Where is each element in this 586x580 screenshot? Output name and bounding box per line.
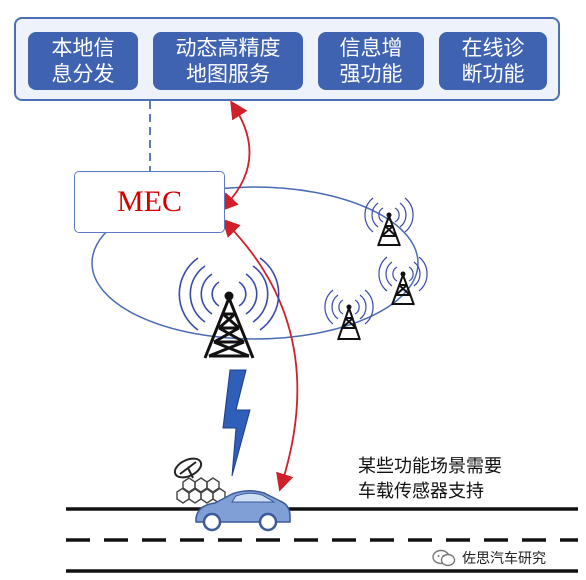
watermark: 佐思汽车研究 (432, 545, 546, 571)
road (66, 507, 578, 573)
tower-icon (364, 197, 414, 247)
tower-icon (178, 257, 280, 359)
lightning-icon (222, 369, 251, 477)
watermark-text: 佐思汽车研究 (462, 551, 546, 567)
tower-icon (378, 256, 428, 306)
wechat-icon (432, 549, 456, 567)
tower-icon (324, 289, 374, 341)
mec-node[interactable]: MEC (74, 171, 225, 233)
service-info-enhancement[interactable]: 信息增 强功能 (318, 32, 424, 90)
sensor-support-note: 某些功能场景需要 车载传感器支持 (358, 456, 502, 502)
car-icon (195, 490, 291, 532)
services-panel: 本地信 息分发 动态高精度 地图服务 信息增 强功能 在线诊 断功能 (14, 17, 560, 101)
service-online-diagnosis[interactable]: 在线诊 断功能 (439, 32, 547, 90)
arrow-mec-car (221, 218, 299, 492)
arrow-service-mec (219, 100, 251, 212)
sensor-dish-icon (173, 457, 226, 504)
service-local-info-distribution[interactable]: 本地信 息分发 (28, 32, 138, 90)
signal-waves-icon (178, 257, 280, 331)
service-dynamic-hd-map[interactable]: 动态高精度 地图服务 (153, 32, 303, 90)
